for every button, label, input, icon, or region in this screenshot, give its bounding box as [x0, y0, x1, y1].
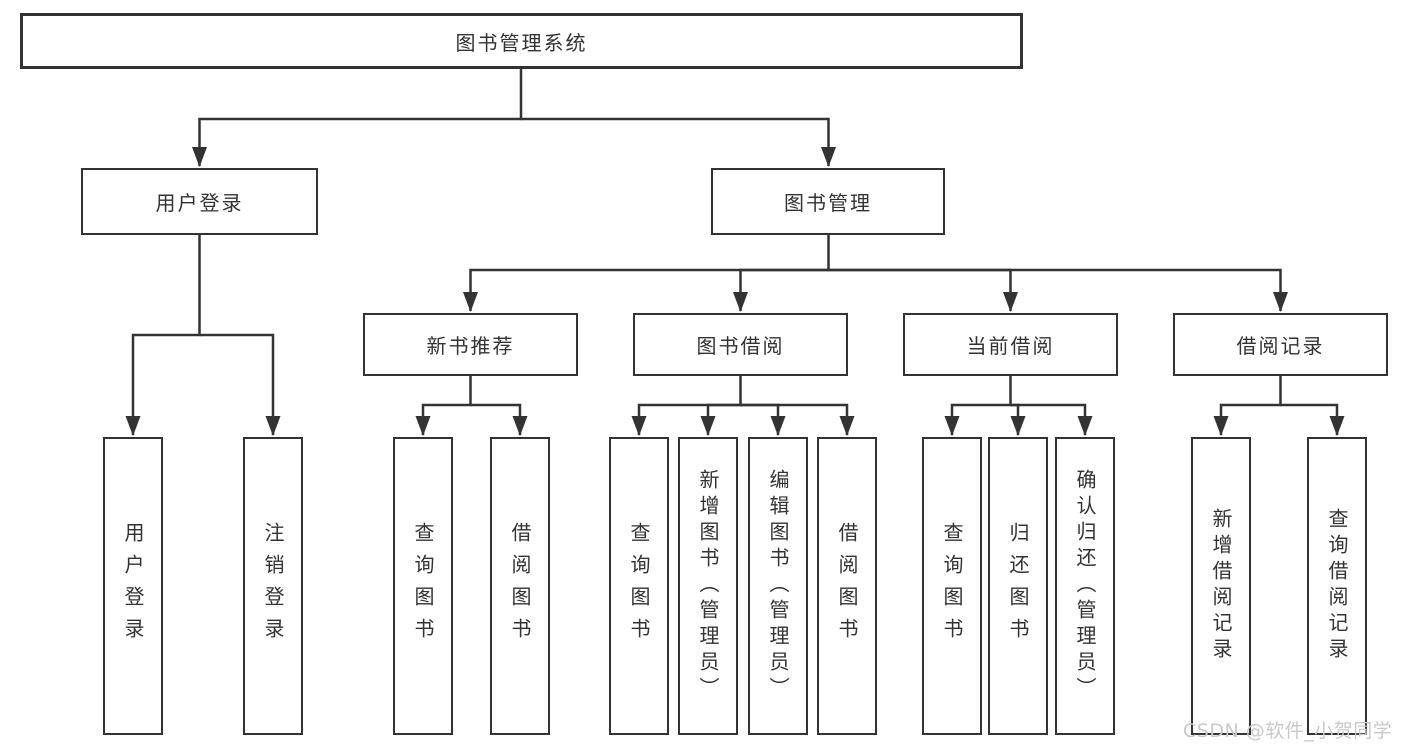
connector [828, 268, 1288, 312]
leaf-add-book-admin-label: 新增图书（管理员） [696, 469, 720, 703]
node-book-management: 图书管理 [711, 168, 945, 235]
connector [740, 403, 786, 436]
node-new-book-recommend-label: 新书推荐 [426, 334, 515, 358]
connector [944, 376, 1012, 436]
connector [1280, 403, 1345, 436]
leaf-user-login-label: 用户登录 [121, 522, 145, 650]
connector [521, 117, 836, 167]
leaf-logout: 注销登录 [243, 437, 303, 735]
leaf-borrow-book-2-label: 借阅图书 [835, 522, 859, 650]
connector [415, 376, 472, 436]
connector [631, 376, 742, 436]
leaf-confirm-return-admin-label: 确认归还（管理员） [1073, 469, 1097, 703]
leaf-query-book-3: 查询图书 [922, 437, 982, 735]
connector [700, 403, 741, 436]
leaf-add-borrow-record: 新增借阅记录 [1191, 437, 1251, 735]
leaf-edit-book-admin-label: 编辑图书（管理员） [766, 469, 790, 703]
node-borrow-record: 借阅记录 [1173, 313, 1388, 376]
leaf-query-book-1: 查询图书 [393, 437, 453, 735]
leaf-add-borrow-record-label: 新增借阅记录 [1209, 508, 1233, 664]
leaf-query-book-3-label: 查询图书 [940, 522, 964, 650]
leaf-user-login: 用户登录 [103, 437, 163, 735]
leaf-logout-label: 注销登录 [261, 522, 285, 650]
node-borrow-record-label: 借阅记录 [1236, 334, 1325, 358]
node-book-borrow: 图书借阅 [633, 313, 848, 376]
leaf-return-book-label: 归还图书 [1006, 522, 1030, 650]
connector [1010, 403, 1026, 436]
leaf-add-book-admin: 新增图书（管理员） [678, 437, 738, 735]
node-book-management-label: 图书管理 [784, 191, 872, 215]
leaf-confirm-return-admin: 确认归还（管理员） [1055, 437, 1115, 735]
connector [199, 333, 281, 436]
connector [192, 68, 523, 167]
connector [1010, 403, 1093, 436]
node-current-borrow-label: 当前借阅 [966, 334, 1055, 358]
connector [470, 403, 528, 436]
connector [828, 268, 1018, 312]
node-current-borrow: 当前借阅 [903, 313, 1118, 376]
connector [740, 403, 855, 436]
leaf-query-borrow-record: 查询借阅记录 [1307, 437, 1367, 735]
leaf-query-book-2: 查询图书 [609, 437, 669, 735]
leaf-query-book-1-label: 查询图书 [411, 522, 435, 650]
leaf-borrow-book-1-label: 借阅图书 [508, 522, 532, 650]
node-root-label: 图书管理系统 [455, 30, 588, 55]
leaf-query-book-2-label: 查询图书 [627, 522, 651, 650]
leaf-edit-book-admin: 编辑图书（管理员） [748, 437, 808, 735]
leaf-query-borrow-record-label: 查询借阅记录 [1325, 508, 1349, 664]
leaf-borrow-book-2: 借阅图书 [817, 437, 877, 735]
node-user-login-label: 用户登录 [155, 191, 244, 215]
leaf-borrow-book-1: 借阅图书 [490, 437, 550, 735]
node-book-borrow-label: 图书借阅 [696, 334, 785, 358]
leaf-return-book: 归还图书 [988, 437, 1048, 735]
connector [125, 235, 201, 436]
connector [733, 268, 829, 312]
node-root: 图书管理系统 [20, 13, 1023, 69]
connector [1213, 376, 1282, 436]
watermark-text: CSDN @软件_小贺同学 [1183, 720, 1393, 742]
node-user-login: 用户登录 [81, 168, 318, 235]
node-new-book-recommend: 新书推荐 [363, 313, 578, 376]
connector [463, 234, 830, 312]
